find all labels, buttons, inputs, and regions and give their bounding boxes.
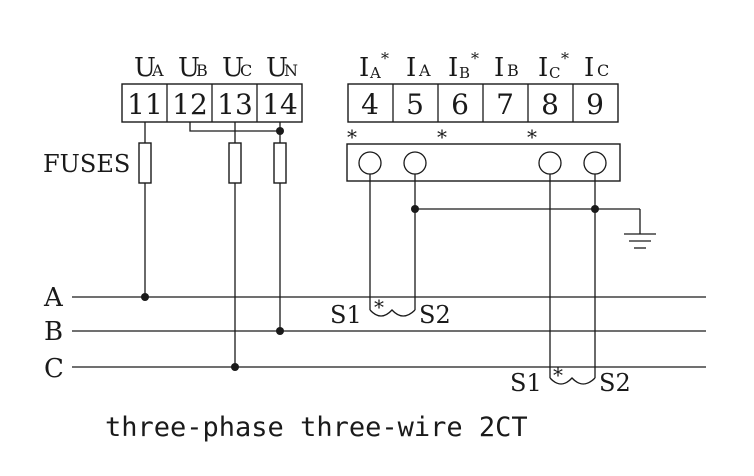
terminal-13: 13 <box>217 88 253 121</box>
terminal-9: 9 <box>586 88 604 121</box>
terminal-6: 6 <box>451 88 469 121</box>
current-coil-box <box>346 143 621 182</box>
ct-c-s2: S2 <box>599 369 631 397</box>
label-ic-sub: C <box>597 61 609 80</box>
line-label-b: B <box>44 317 63 347</box>
phase-lines <box>72 293 706 371</box>
label-ic-star-main: I <box>538 53 548 83</box>
coil-box-frame <box>346 143 621 182</box>
ct-a-winding <box>369 309 416 317</box>
label-ib-main: I <box>494 53 504 83</box>
terminal-7: 7 <box>496 88 514 121</box>
current-wiring <box>369 174 640 378</box>
polarity-star-6: * <box>437 125 447 149</box>
label-ic-star-sub: C <box>549 64 560 82</box>
ct-phase-c: S1 * S2 <box>510 363 631 397</box>
ct-c-star: * <box>553 363 563 387</box>
label-un-main: U <box>266 53 288 83</box>
line-label-a: A <box>43 283 64 313</box>
terminal-5: 5 <box>406 88 424 121</box>
voltage-terminal-labels: U A U B U C U N <box>134 53 298 83</box>
label-ic-star-mark: * <box>561 49 569 68</box>
label-uc-sub: C <box>240 61 252 80</box>
label-un-sub: N <box>284 61 298 80</box>
terminal-4: 4 <box>361 88 379 121</box>
ct-phase-a: S1 * S2 <box>330 295 451 329</box>
terminal-11: 11 <box>127 88 163 121</box>
label-ib-star-sub: B <box>459 64 470 82</box>
label-ib-star-mark: * <box>471 49 479 68</box>
label-uc-main: U <box>222 53 244 83</box>
voltage-wiring <box>138 122 287 367</box>
junction-c-uc <box>231 363 239 371</box>
ground-junction-5 <box>411 205 419 213</box>
polarity-star-8: * <box>527 125 537 149</box>
ground-icon <box>624 209 656 249</box>
label-ia-star-mark: * <box>381 49 389 68</box>
ct-a-s2: S2 <box>419 301 451 329</box>
diagram-caption: three-phase three-wire 2CT <box>105 412 528 443</box>
current-terminal-labels: I A * I A I B * I B I C * I C <box>359 49 609 83</box>
fuse-uc <box>228 142 242 184</box>
label-ic-main: I <box>584 53 594 83</box>
fuses-label: FUSES <box>43 150 130 178</box>
label-ua-main: U <box>134 53 156 83</box>
label-ub-main: U <box>178 53 200 83</box>
ct-a-s1: S1 <box>330 301 362 329</box>
label-ia-star-main: I <box>359 53 369 83</box>
label-ub-sub: B <box>196 61 208 80</box>
label-ib-star-main: I <box>448 53 458 83</box>
terminal-8: 8 <box>541 88 559 121</box>
ct-c-winding <box>549 377 596 385</box>
label-ib-sub: B <box>507 61 519 80</box>
ct-a-star: * <box>374 295 384 319</box>
voltage-terminal-block: 11 12 13 14 <box>121 83 303 123</box>
ground-junction-9 <box>591 205 599 213</box>
current-terminal-block: 4 5 6 7 8 9 <box>347 83 619 123</box>
label-ia-main: I <box>406 53 416 83</box>
polarity-star-4: * <box>347 125 357 149</box>
ct-c-s1: S1 <box>510 369 542 397</box>
junction-a-ua <box>141 293 149 301</box>
line-label-c: C <box>44 354 64 384</box>
fuse-ua <box>138 142 152 184</box>
label-ia-sub: A <box>418 61 431 80</box>
junction-b-un <box>276 327 284 335</box>
label-ia-star-sub: A <box>369 64 381 82</box>
terminal-14: 14 <box>262 88 298 121</box>
fuse-un <box>273 142 287 184</box>
label-ua-sub: A <box>151 61 164 80</box>
terminal-12: 12 <box>172 88 208 121</box>
